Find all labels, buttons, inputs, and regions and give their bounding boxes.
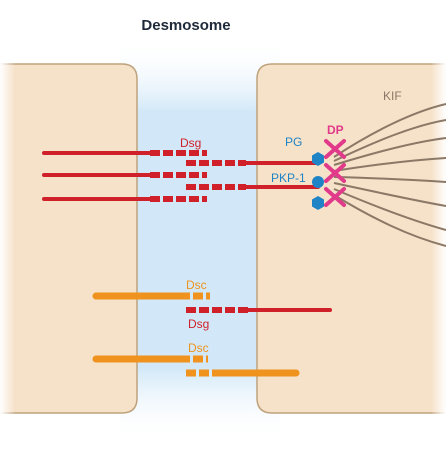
label-dsg-bottom: Dsg	[188, 317, 209, 331]
label-dsc-upper: Dsc	[186, 278, 207, 292]
pkp1-protein	[312, 176, 324, 188]
label-dsg-top: Dsg	[180, 136, 201, 150]
pg-proteins	[312, 152, 324, 210]
left-cell-fade	[0, 62, 60, 416]
label-dp: DP	[327, 123, 344, 137]
keratin-filaments	[333, 103, 446, 247]
label-pg: PG	[285, 135, 302, 149]
label-pkp1: PKP-1	[271, 171, 306, 185]
intercellular-space	[120, 40, 280, 440]
dsc-strands	[92, 292, 300, 377]
label-kif: KIF	[383, 89, 402, 103]
dsg-strands-top	[42, 150, 320, 202]
label-dsc-lower: Dsc	[188, 341, 209, 355]
diagram-title: Desmosome	[141, 17, 230, 34]
dp-proteins	[324, 139, 346, 207]
